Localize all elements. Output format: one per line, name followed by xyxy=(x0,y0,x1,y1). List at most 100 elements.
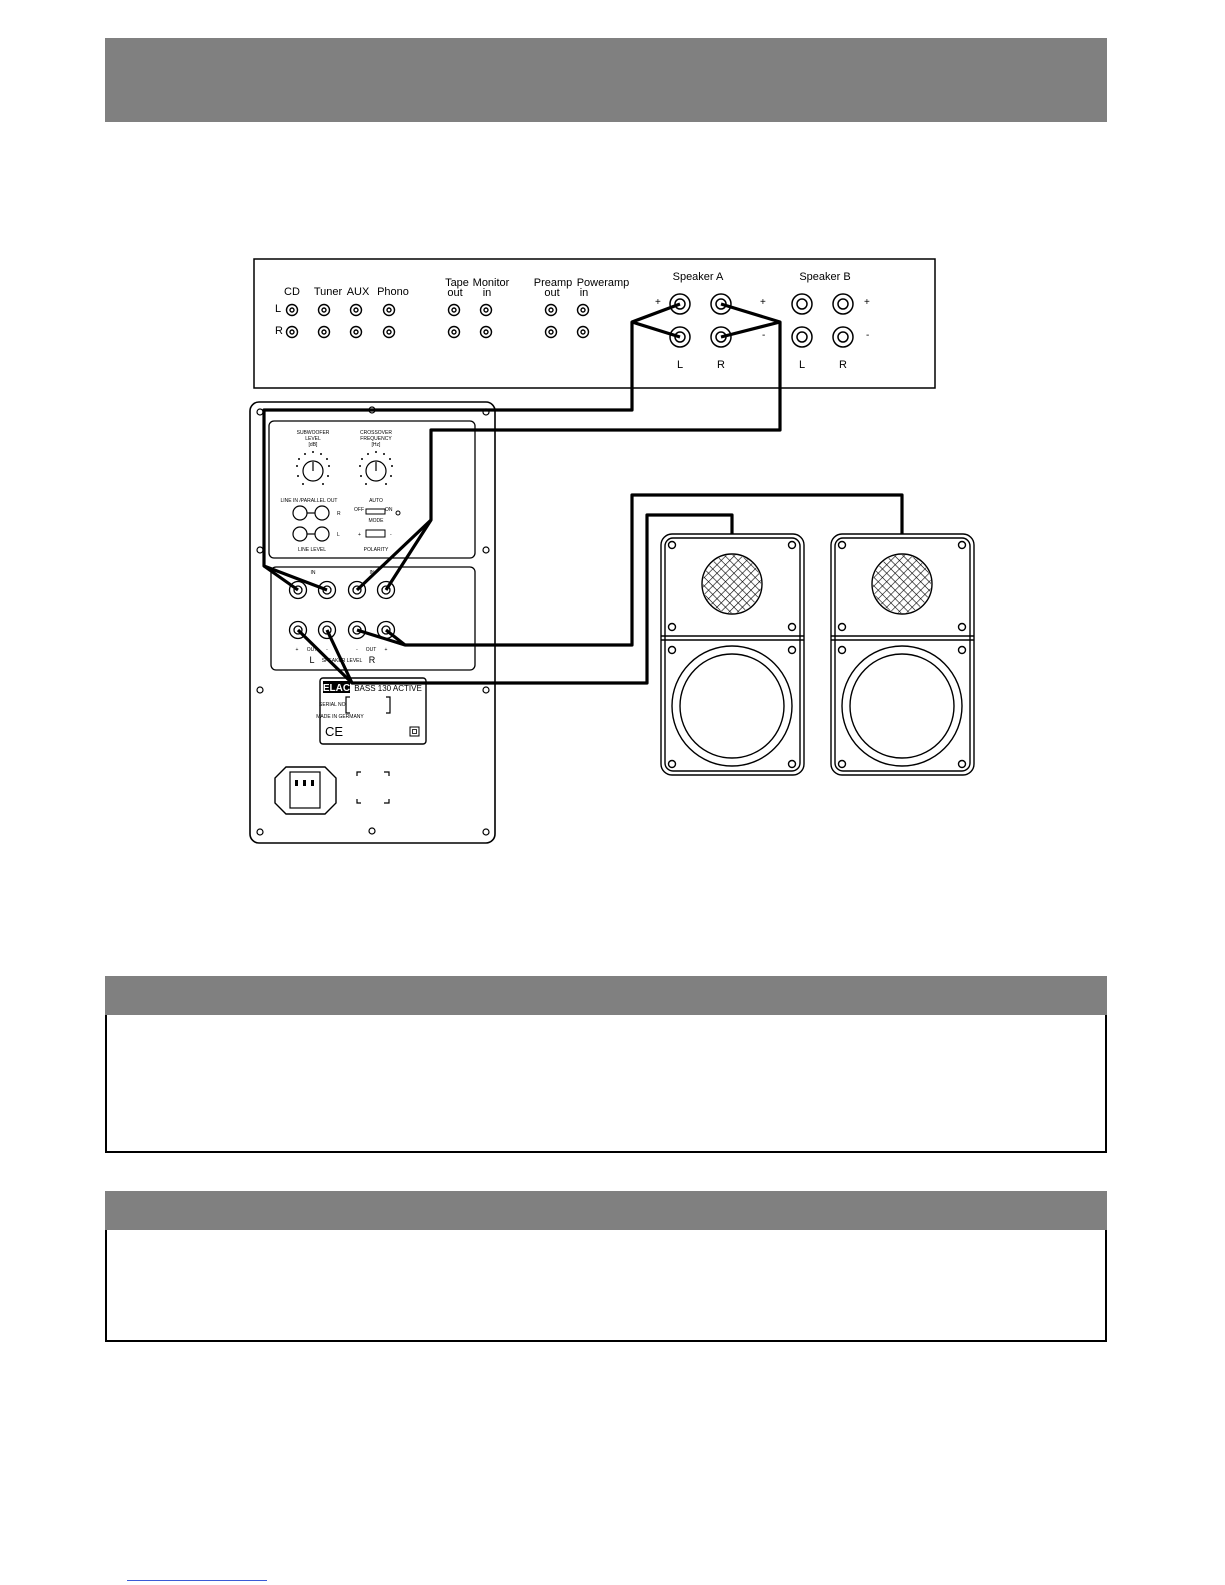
section-1-header-bar xyxy=(105,976,1107,1015)
auto-led-icon xyxy=(395,510,401,516)
terminal-plus-a-left: + xyxy=(655,297,661,308)
in-label-right: IN xyxy=(370,570,375,576)
input-label-cd: CD xyxy=(284,286,300,298)
footer-link-underline[interactable] xyxy=(127,1580,267,1581)
crossover-title-2: FREQUENCY xyxy=(360,436,392,442)
made-in-label: MADE IN GERMANY xyxy=(316,714,364,720)
cable-sub-in-right-minus xyxy=(720,320,781,339)
speaker-terminals xyxy=(669,293,854,348)
cables xyxy=(262,302,904,685)
power-pin-1 xyxy=(295,780,298,786)
elac-logo: ELAC xyxy=(323,683,350,694)
crossover-title-1: CROSSOVER xyxy=(360,430,392,436)
speaker-level-l: L xyxy=(309,655,314,665)
level-title-2: LEVEL xyxy=(305,436,321,442)
terminal-plus-a-right: + xyxy=(760,297,766,308)
polarity-minus: - xyxy=(390,532,392,538)
input-label-phono: Phono xyxy=(377,286,409,298)
crossover-title-3: [Hz] xyxy=(372,442,382,448)
cable-sub-in-left-minus xyxy=(631,320,681,339)
terminal-minus-a: - xyxy=(762,330,765,341)
amplifier-panel xyxy=(253,258,936,389)
input-label-aux: AUX xyxy=(347,286,370,298)
mode-switch[interactable] xyxy=(365,508,386,515)
cable-sub-out-left xyxy=(296,513,734,685)
input-label-tape-out: out xyxy=(447,287,462,299)
line-level-jacks xyxy=(292,505,330,542)
crossover-knob-icon xyxy=(365,460,387,482)
serial-label: SERIAL NO. xyxy=(319,702,347,708)
line-in-out-label: LINE IN /PARALLEL OUT xyxy=(281,498,338,504)
mode-label: MODE xyxy=(369,518,385,524)
power-pin-2 xyxy=(303,780,306,786)
subwoofer-panel xyxy=(249,401,496,844)
polarity-switch[interactable] xyxy=(365,529,386,538)
input-label-preamp: Preamp xyxy=(534,277,573,289)
terminal-l-a: L xyxy=(677,359,683,371)
tweeter-grille-left-icon xyxy=(703,555,761,613)
on-label: ON xyxy=(385,507,393,513)
auto-label: AUTO xyxy=(369,498,383,504)
ce-mark-icon: CE xyxy=(325,724,343,739)
control-section xyxy=(268,420,476,559)
speaker-b-label: Speaker B xyxy=(799,271,850,283)
top-header-bar xyxy=(105,38,1107,122)
satellite-speaker-left xyxy=(660,533,805,776)
cable-sub-out-right-b xyxy=(385,628,406,647)
double-insulation-icon-inner xyxy=(412,729,417,734)
speaker-a-label: Speaker A xyxy=(673,271,724,283)
terminal-r-a: R xyxy=(717,359,725,371)
speaker-level-r: R xyxy=(369,655,376,665)
fuse-bracket xyxy=(356,771,390,804)
in-label-left: IN xyxy=(311,570,316,576)
panel-screws xyxy=(256,406,490,836)
level-knob-icon xyxy=(302,460,324,482)
row-label-r: R xyxy=(275,325,283,337)
terminal-minus-b: - xyxy=(866,330,869,341)
input-label-poweramp: Poweramp xyxy=(577,277,630,289)
terminal-plus-b: + xyxy=(864,297,870,308)
row-label-l: L xyxy=(275,303,281,315)
line-r-label: R xyxy=(337,511,341,517)
double-insulation-icon xyxy=(409,726,420,737)
off-label: OFF xyxy=(354,507,364,513)
section-2-header-bar xyxy=(105,1191,1107,1230)
polarity-plus: + xyxy=(358,532,361,538)
out-label-left: OUT xyxy=(307,647,318,653)
cable-sub-out-right xyxy=(356,493,904,647)
serial-field-bracket xyxy=(345,696,391,714)
out-minus-left: - xyxy=(326,647,328,653)
knob-tick-marks xyxy=(296,451,393,485)
input-label-preamp-out: out xyxy=(544,287,559,299)
line-l-label: L xyxy=(337,532,340,538)
out-plus-right: + xyxy=(385,647,388,653)
section-1-text-box xyxy=(105,1015,1107,1153)
cable-sub-in-left-b xyxy=(263,564,328,592)
line-level-label: LINE LEVEL xyxy=(298,547,326,553)
polarity-label: POLARITY xyxy=(364,547,389,553)
cable-sub-in-right xyxy=(384,302,782,591)
power-inlet-socket xyxy=(289,771,321,809)
input-label-monitor: Monitor xyxy=(473,277,510,289)
model-name: BASS 130 ACTIVE xyxy=(354,684,422,693)
level-title-3: [dB] xyxy=(309,442,319,448)
terminal-l-b: L xyxy=(799,359,805,371)
speaker-level-terminals xyxy=(288,580,396,640)
input-label-monitor-in: in xyxy=(483,287,492,299)
speaker-level-section xyxy=(270,566,476,671)
section-2-text-box xyxy=(105,1230,1107,1342)
type-plate xyxy=(319,677,427,745)
rca-jacks xyxy=(285,303,590,339)
elac-logo-box xyxy=(323,681,350,693)
input-label-tuner: Tuner xyxy=(314,286,343,298)
power-pin-3 xyxy=(311,780,314,786)
input-label-tape: Tape xyxy=(445,277,469,289)
out-minus-right: - xyxy=(356,647,358,653)
cable-sub-in-left xyxy=(262,302,681,592)
cable-sub-out-left-b xyxy=(325,629,354,684)
out-label-right: OUT xyxy=(366,647,377,653)
cable-sub-in-right-b xyxy=(355,518,433,592)
power-inlet-icon xyxy=(274,766,337,815)
input-label-poweramp-in: in xyxy=(580,287,589,299)
